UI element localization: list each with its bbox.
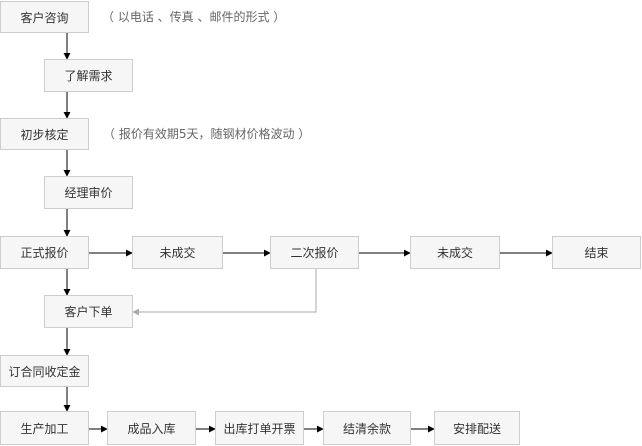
node-no-deal-2: 未成交 — [410, 236, 500, 269]
node-customer-consult: 客户咨询 — [0, 1, 89, 33]
node-understand-needs: 了解需求 — [44, 59, 133, 92]
node-stock-out-invoice: 出库打单开票 — [215, 411, 304, 445]
node-customer-order: 客户下单 — [44, 295, 133, 328]
arrow-second-to-order — [132, 269, 317, 316]
note-consult-method: （ 以电话 、传真 、邮件的形式 ） — [102, 10, 286, 24]
node-end: 结束 — [552, 236, 641, 269]
note-quote-validity: （ 报价有效期5天，随钢材价格波动 ） — [103, 127, 311, 141]
node-manager-review: 经理审价 — [44, 176, 133, 209]
node-no-deal-1: 未成交 — [132, 236, 223, 269]
node-production: 生产加工 — [0, 411, 89, 445]
node-contract-deposit: 订合同收定金 — [0, 355, 89, 387]
node-formal-quote: 正式报价 — [0, 236, 89, 269]
node-second-quote: 二次报价 — [270, 236, 359, 269]
node-arrange-delivery: 安排配送 — [434, 411, 520, 445]
node-settle-balance: 结清余款 — [323, 411, 411, 445]
node-product-stock-in: 成品入库 — [107, 411, 196, 445]
node-initial-assessment: 初步核定 — [0, 118, 89, 150]
